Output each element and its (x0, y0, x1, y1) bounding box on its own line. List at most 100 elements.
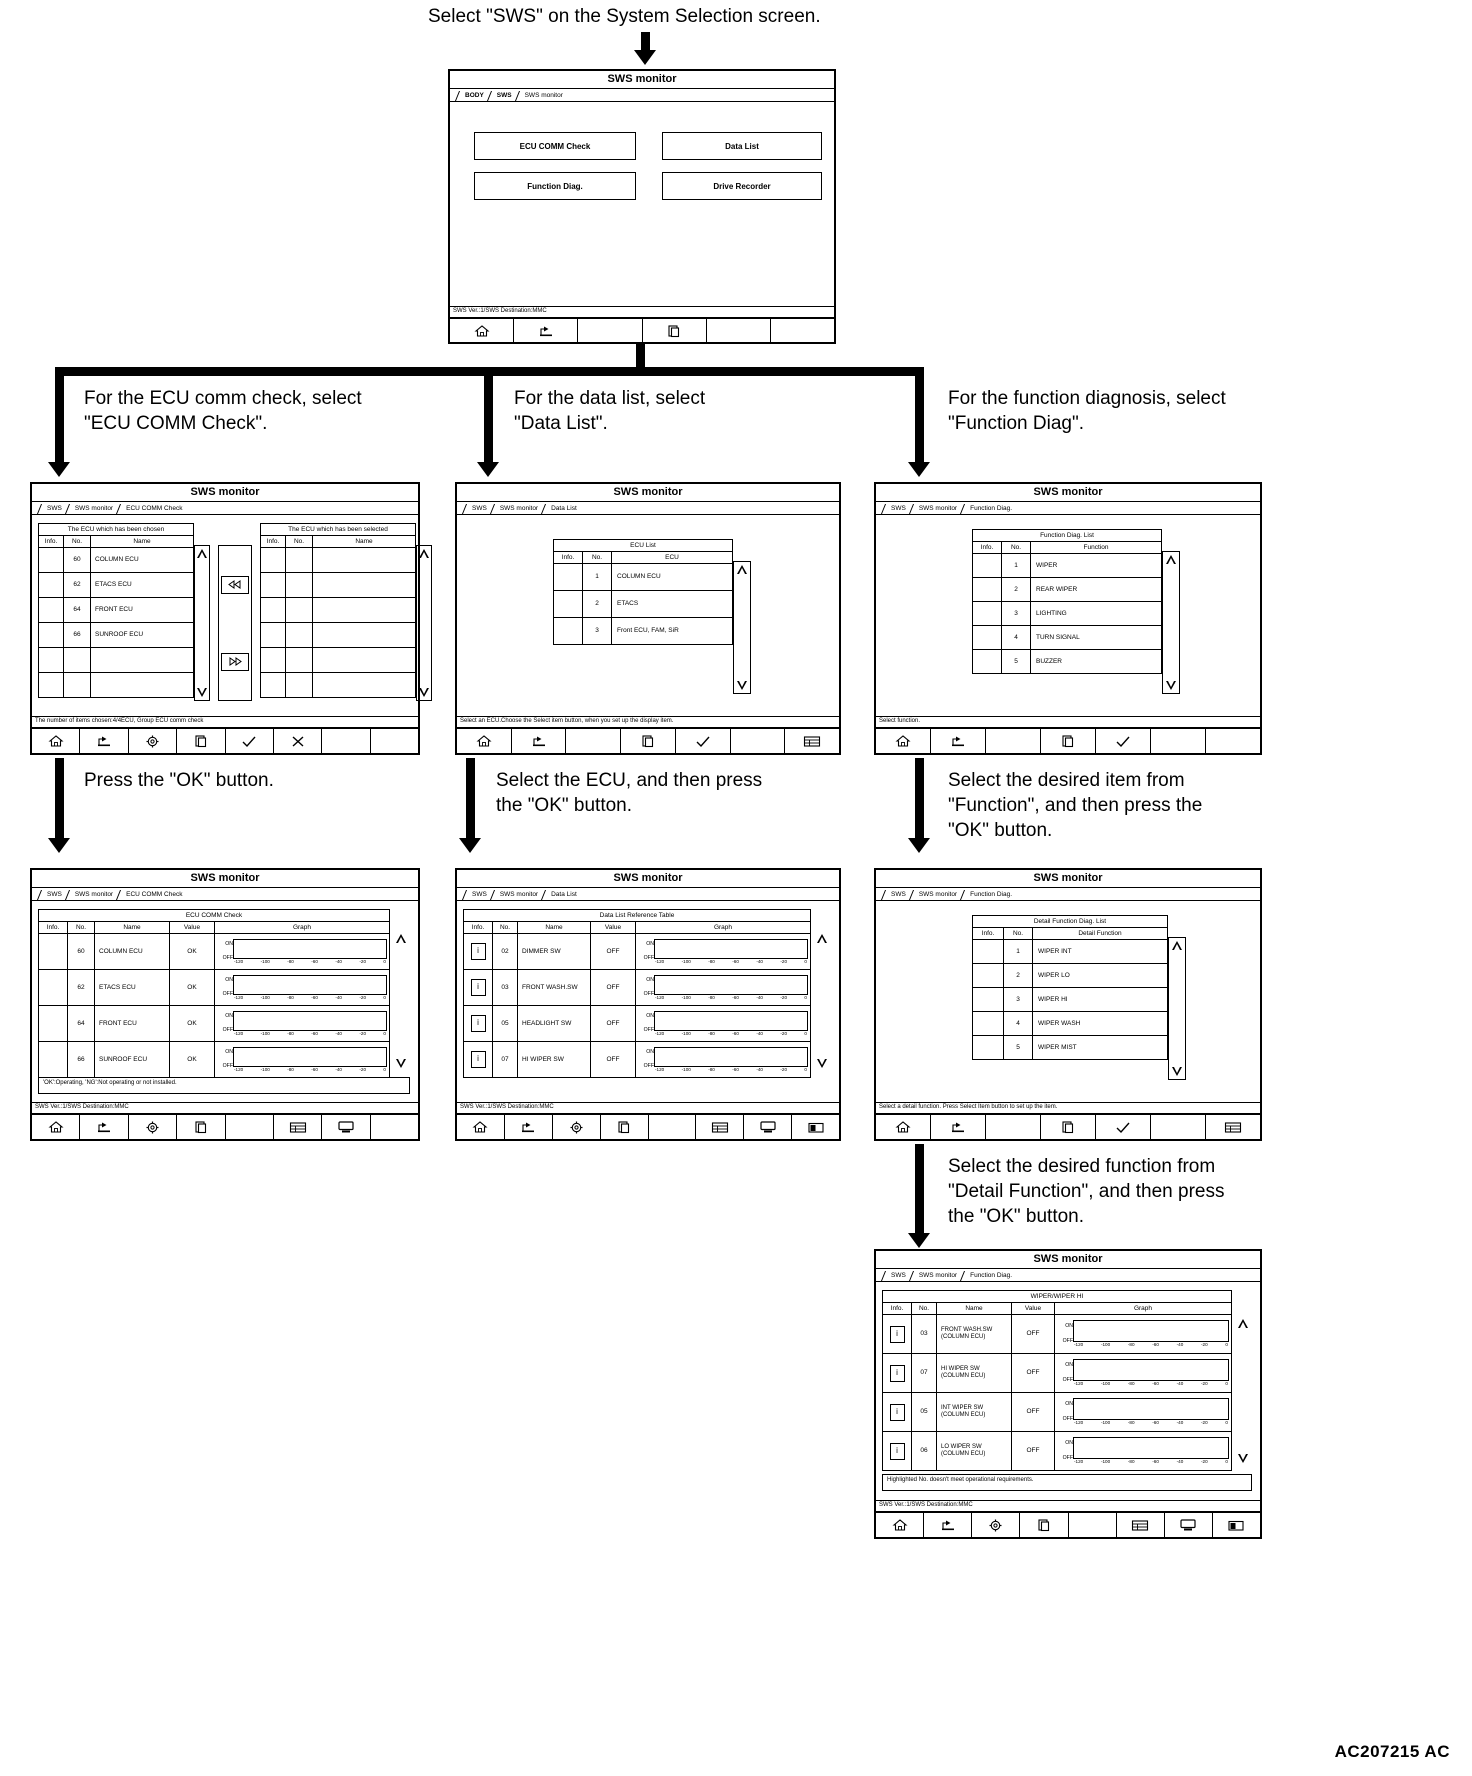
scrollbar-data-list[interactable] (813, 931, 831, 1071)
toolbar-slot-6[interactable] (731, 729, 786, 753)
breadcrumb-item-sws[interactable]: SWS (459, 890, 487, 899)
toolbar-slot-3[interactable] (566, 729, 622, 753)
scroll-up-icon[interactable] (395, 934, 407, 943)
info-button[interactable]: i (889, 1325, 905, 1343)
scroll-up-icon[interactable] (196, 549, 208, 558)
breadcrumb-item-sws[interactable]: SWS (878, 890, 906, 899)
info-button[interactable]: i (889, 1442, 905, 1460)
table-row[interactable] (260, 647, 416, 673)
breadcrumb-item-function-diag[interactable]: Function Diag. (957, 504, 1012, 513)
toolbar-gear-button[interactable] (129, 729, 178, 753)
breadcrumb-item-sws[interactable]: SWS (484, 91, 512, 100)
scroll-down-icon[interactable] (418, 688, 430, 697)
scroll-down-icon[interactable] (1237, 1454, 1249, 1463)
breadcrumb-item-data-list[interactable]: Data List (538, 504, 577, 513)
toolbar-back-button[interactable] (924, 1513, 973, 1537)
toolbar-copy-button[interactable] (177, 729, 226, 753)
breadcrumb-item-sws-monitor[interactable]: SWS monitor (62, 504, 113, 513)
scroll-down-icon[interactable] (816, 1059, 828, 1068)
info-button[interactable]: i (470, 943, 486, 960)
toolbar-slot-3[interactable] (986, 1115, 1041, 1139)
breadcrumb-item-sws[interactable]: SWS (459, 504, 487, 513)
toolbar-copy-button[interactable] (177, 1115, 226, 1139)
info-button[interactable]: i (470, 979, 486, 996)
toolbar-select-item-button[interactable] (1206, 1115, 1260, 1139)
toolbar-home-button[interactable] (457, 1115, 505, 1139)
toolbar-slot-8[interactable] (371, 729, 418, 753)
table-row[interactable] (260, 622, 416, 648)
breadcrumb-item-function-diag[interactable]: Function Diag. (957, 890, 1012, 899)
breadcrumb-item-data-list[interactable]: Data List (538, 890, 577, 899)
scroll-down-icon[interactable] (1171, 1067, 1183, 1076)
breadcrumb-item-sws-monitor[interactable]: SWS monitor (62, 890, 113, 899)
toolbar-ok-button[interactable] (1096, 729, 1151, 753)
scrollbar-right-list[interactable] (416, 545, 432, 701)
toolbar-table-button[interactable] (696, 1115, 745, 1139)
toolbar-copy-button[interactable] (1041, 1115, 1096, 1139)
toolbar-slot-6[interactable] (1151, 1115, 1206, 1139)
scrollbar-wiper[interactable] (1234, 1316, 1252, 1466)
table-row[interactable] (38, 672, 194, 698)
toolbar-slot-5[interactable] (226, 1115, 274, 1139)
button-function-diag[interactable]: Function Diag. (474, 172, 636, 200)
toolbar-gear-button[interactable] (972, 1513, 1021, 1537)
window-ecu-comm-result[interactable]: SWS monitor SWS SWS monitor ECU COMM Che… (30, 868, 420, 1141)
toolbar-back-button[interactable] (931, 1115, 986, 1139)
window-sws-monitor-menu[interactable]: SWS monitor BODY SWS SWS monitor ECU COM… (448, 69, 836, 344)
scroll-up-icon[interactable] (1171, 941, 1183, 950)
toolbar-ok-button[interactable] (1096, 1115, 1151, 1139)
breadcrumb-item-ecu-comm-check[interactable]: ECU COMM Check (113, 504, 182, 513)
scroll-down-icon[interactable] (1165, 681, 1177, 690)
window-detail-function-list[interactable]: SWS monitor SWS SWS monitor Function Dia… (874, 868, 1262, 1141)
toolbar-home-button[interactable] (876, 1513, 925, 1537)
scrollbar-ecu-list[interactable] (733, 561, 751, 694)
breadcrumb-item-sws-monitor[interactable]: SWS monitor (906, 1271, 957, 1280)
scroll-up-icon[interactable] (1165, 555, 1177, 564)
toolbar-table-button[interactable] (1117, 1513, 1165, 1537)
button-ecu-comm-check[interactable]: ECU COMM Check (474, 132, 636, 160)
info-button[interactable]: i (470, 1015, 486, 1032)
breadcrumb-item-sws-monitor[interactable]: SWS monitor (512, 91, 563, 100)
breadcrumb-item-sws-monitor[interactable]: SWS monitor (487, 504, 538, 513)
toolbar-monitor-button[interactable] (322, 1115, 371, 1139)
toolbar-home-button[interactable] (457, 729, 512, 753)
toolbar-slot-3[interactable] (578, 319, 643, 343)
toolbar-home-button[interactable] (32, 1115, 81, 1139)
toolbar-ok-button[interactable] (226, 729, 274, 753)
toolbar-slot-3[interactable] (986, 729, 1041, 753)
toolbar-back-button[interactable] (514, 319, 579, 343)
toolbar-home-button[interactable] (32, 729, 81, 753)
transfer-button-group[interactable] (218, 545, 252, 701)
toolbar-cancel-button[interactable] (274, 729, 323, 753)
breadcrumb-item-sws[interactable]: SWS (878, 504, 906, 513)
toolbar-save-button[interactable] (1213, 1513, 1260, 1537)
scroll-down-icon[interactable] (736, 681, 748, 690)
breadcrumb-item-sws[interactable]: SWS (34, 504, 62, 513)
table-row[interactable] (260, 597, 416, 623)
scroll-down-icon[interactable] (196, 688, 208, 697)
breadcrumb-item-sws-monitor[interactable]: SWS monitor (906, 504, 957, 513)
scrollbar-detail-function[interactable] (1168, 937, 1186, 1080)
window-function-diag-list[interactable]: SWS monitor SWS SWS monitor Function Dia… (874, 482, 1262, 755)
scroll-up-icon[interactable] (418, 549, 430, 558)
toolbar-slot-8[interactable] (371, 1115, 418, 1139)
toolbar-back-button[interactable] (505, 1115, 553, 1139)
table-row[interactable] (38, 647, 194, 673)
